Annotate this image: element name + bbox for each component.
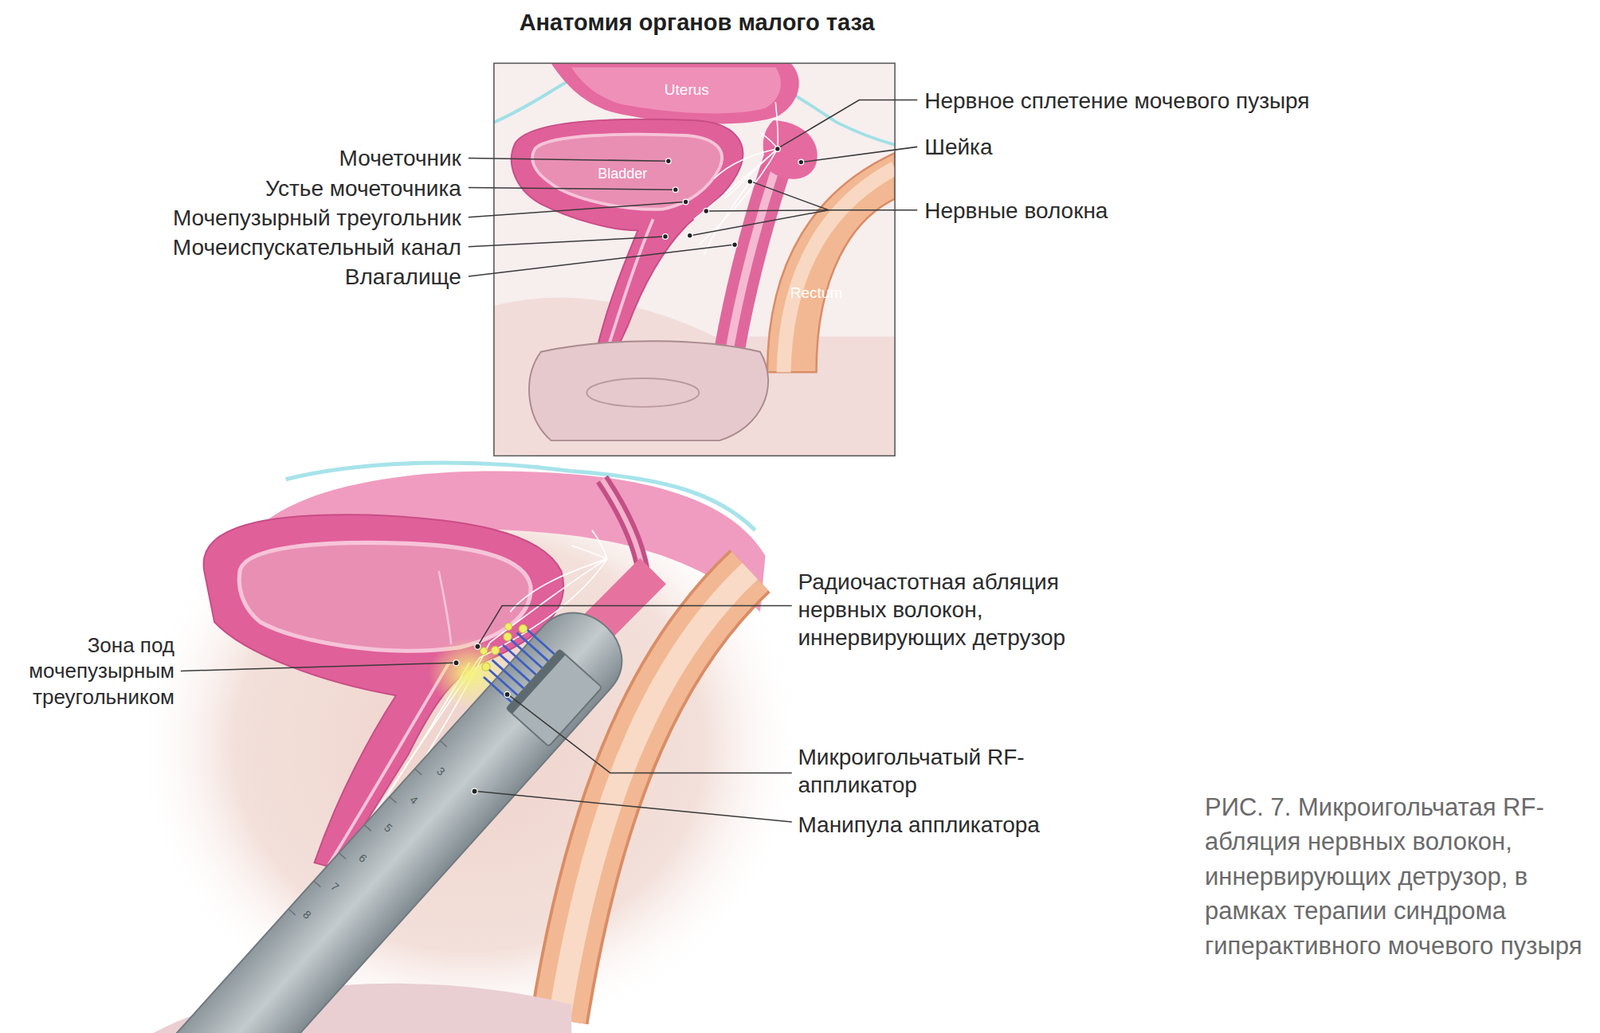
part-label: Зона под мочепузырным треугольником [5, 632, 175, 711]
part-label: Манипула аппликатора [797, 810, 1040, 839]
bladder-wall [511, 119, 743, 356]
procedure-illustration [133, 448, 807, 1033]
applicator-needle-base [505, 649, 565, 714]
peritoneum [571, 471, 755, 531]
part-label: Мочепузырный треугольник [172, 203, 462, 232]
panel-frame [494, 62, 895, 456]
uterus [551, 62, 800, 124]
bladder-lumen [239, 542, 531, 651]
applicator-head [505, 649, 602, 747]
nerve-fibers [694, 101, 778, 255]
figure-caption: РИС. 7. Микроигольчатая RF-абляция нервн… [1204, 790, 1594, 964]
pelvic-floor-detail [586, 378, 699, 408]
part-label: Мочеиспускательный канал [172, 232, 462, 261]
tissue [494, 298, 895, 457]
organ-name: Uterus [664, 80, 710, 100]
uterus-inner [571, 67, 781, 114]
applicator [150, 574, 640, 1033]
pelvic-floor [529, 341, 769, 441]
pelvic-anatomy-panel [494, 62, 895, 456]
part-label: Шейка [924, 133, 993, 161]
part-label: Микроигольчатый RF-аппликатор [797, 743, 1037, 800]
depth-ticks [288, 741, 448, 916]
rectum-lumen [784, 168, 896, 373]
leader-lines [180, 606, 793, 823]
part-label: Радиочастотная абляция нервных волокон, … [797, 567, 1101, 651]
leader-lines [468, 99, 918, 277]
organ-name: Bladder [597, 164, 648, 183]
rectum [767, 152, 895, 373]
part-label: Влагалище [345, 262, 462, 291]
figure-title: Анатомия органов малого таза [519, 7, 875, 37]
part-label: Мочеточник [339, 144, 462, 173]
panel-ground [494, 62, 895, 456]
trigone [439, 571, 451, 645]
part-label: Нервные волокна [924, 196, 1108, 224]
organ-name: Rectum [790, 283, 843, 303]
leader-dots [453, 643, 510, 795]
cervix [602, 479, 644, 572]
leader-dots [662, 146, 804, 248]
cervix-canal [602, 479, 644, 572]
bladder-lumen [532, 134, 722, 210]
peritoneum [286, 462, 572, 480]
ablation-spots [471, 614, 530, 675]
part-label: Нервное сплетение мочевого пузыря [924, 86, 1310, 114]
applicator-handle [173, 595, 640, 1033]
part-label: Устье мочеточника [265, 173, 462, 202]
